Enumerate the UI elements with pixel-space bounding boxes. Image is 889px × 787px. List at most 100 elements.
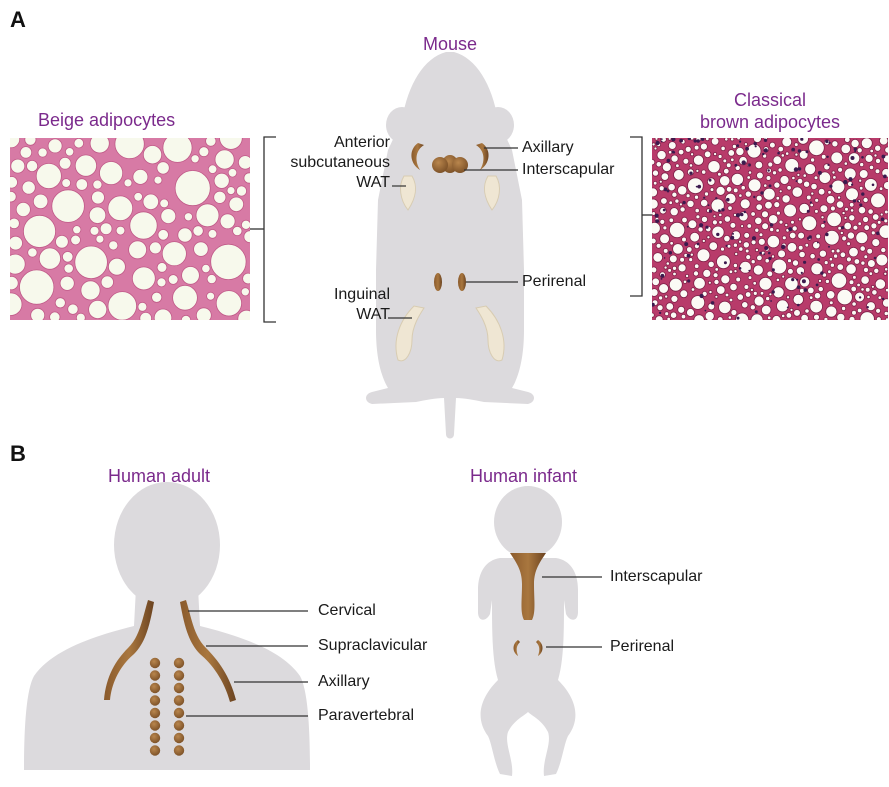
histology-nucleus [659,312,661,314]
histology-nucleus [709,209,712,212]
histology-cell [809,296,813,300]
histology-cell [779,220,783,224]
histology-cell [100,162,123,185]
histology-nucleus [732,233,734,235]
label-cervical: Cervical [318,601,376,620]
paravertebral-fat-dot [174,733,184,743]
histology-cell [214,191,226,203]
histology-nucleus [759,252,762,255]
histology-cell [682,237,687,242]
histology-nucleus [791,278,794,281]
histology-cell [694,145,699,150]
histology-nucleus [872,184,875,187]
histology-cell [22,181,35,194]
histology-cell [846,257,851,262]
histology-nucleus [800,138,803,141]
histology-cell [787,186,792,191]
histology-cell [786,313,792,319]
histology-cell [782,195,790,203]
histology-cell [216,291,241,316]
histology-nucleus [768,257,771,260]
histology-cell [809,140,825,156]
histology-cell [115,129,144,158]
histology-cell [65,148,73,156]
histology-cell [648,199,658,209]
histology-cell [756,195,762,201]
histology-cell [724,235,730,241]
paravertebral-fat-dot [150,708,160,718]
histology-cell [650,313,654,317]
histology-cell [757,172,764,179]
histology-cell [733,188,738,193]
histology-cell [755,249,758,252]
label-supraclavicular: Supraclavicular [318,636,427,655]
histology-nucleus [802,279,806,283]
histology-cell [857,308,862,313]
histology-nucleus [853,199,856,202]
histology-cell [802,216,817,231]
histology-cell [725,138,728,141]
histology-cell [696,215,700,219]
histology-cell [134,193,143,202]
histology-cell [785,224,788,227]
histology-cell [838,167,843,172]
histology-cell [62,179,71,188]
histology-cell [875,158,880,163]
histology-cell [737,136,741,140]
histology-nucleus [667,190,670,193]
histology-cell [163,133,192,162]
histology-cell [710,188,714,192]
histology-cell [836,201,843,208]
paravertebral-fat-dot [174,695,184,705]
histology-nucleus [817,242,819,244]
histology-cell [670,312,676,318]
histology-cell [781,154,784,157]
histology-cell [819,250,826,257]
histology-cell [694,264,699,269]
histology-nucleus [736,144,739,147]
histology-cell [108,258,125,275]
histology-cell [798,218,801,221]
histology-cell [782,275,785,278]
histology-cell [850,209,853,212]
histology-cell [664,266,667,269]
histology-cell [668,151,671,154]
histology-cell [869,165,873,169]
histology-cell [667,317,671,321]
histology-cell [840,231,843,234]
histology-cell [885,268,888,271]
histology-cell [849,247,859,257]
histology-cell [693,271,698,276]
histology-cell [688,178,704,194]
histology-cell [808,287,815,294]
histology-nucleus [688,137,691,140]
histology-cell [181,315,190,324]
histology-cell [786,152,789,155]
histology-cell [686,194,690,198]
histology-cell [196,204,219,227]
histology-nucleus [796,279,798,281]
histology-cell [837,289,852,304]
histology-cell [717,255,731,269]
histology-cell [674,170,685,181]
histology-nucleus [748,164,751,167]
histology-cell [867,295,870,298]
label-infant-interscapular: Interscapular [610,567,703,586]
label-anterior-line1: Anterior [290,133,390,152]
histology-cell [865,154,873,162]
histology-nucleus [829,142,831,144]
histology-cell [220,214,235,229]
mouse-interscapular-fat [432,155,468,173]
histology-cell [815,198,819,202]
histology-cell [870,149,874,153]
histology-cell [828,191,832,195]
histology-nucleus [807,210,810,213]
histology-cell [651,267,657,273]
histology-cell [75,246,108,279]
histology-cell [841,144,851,154]
brown-title-line2: brown adipocytes [652,112,888,133]
histology-cell [872,290,877,295]
histology-cell [687,247,693,253]
histology-cell [766,176,771,181]
histology-nucleus [768,169,770,171]
